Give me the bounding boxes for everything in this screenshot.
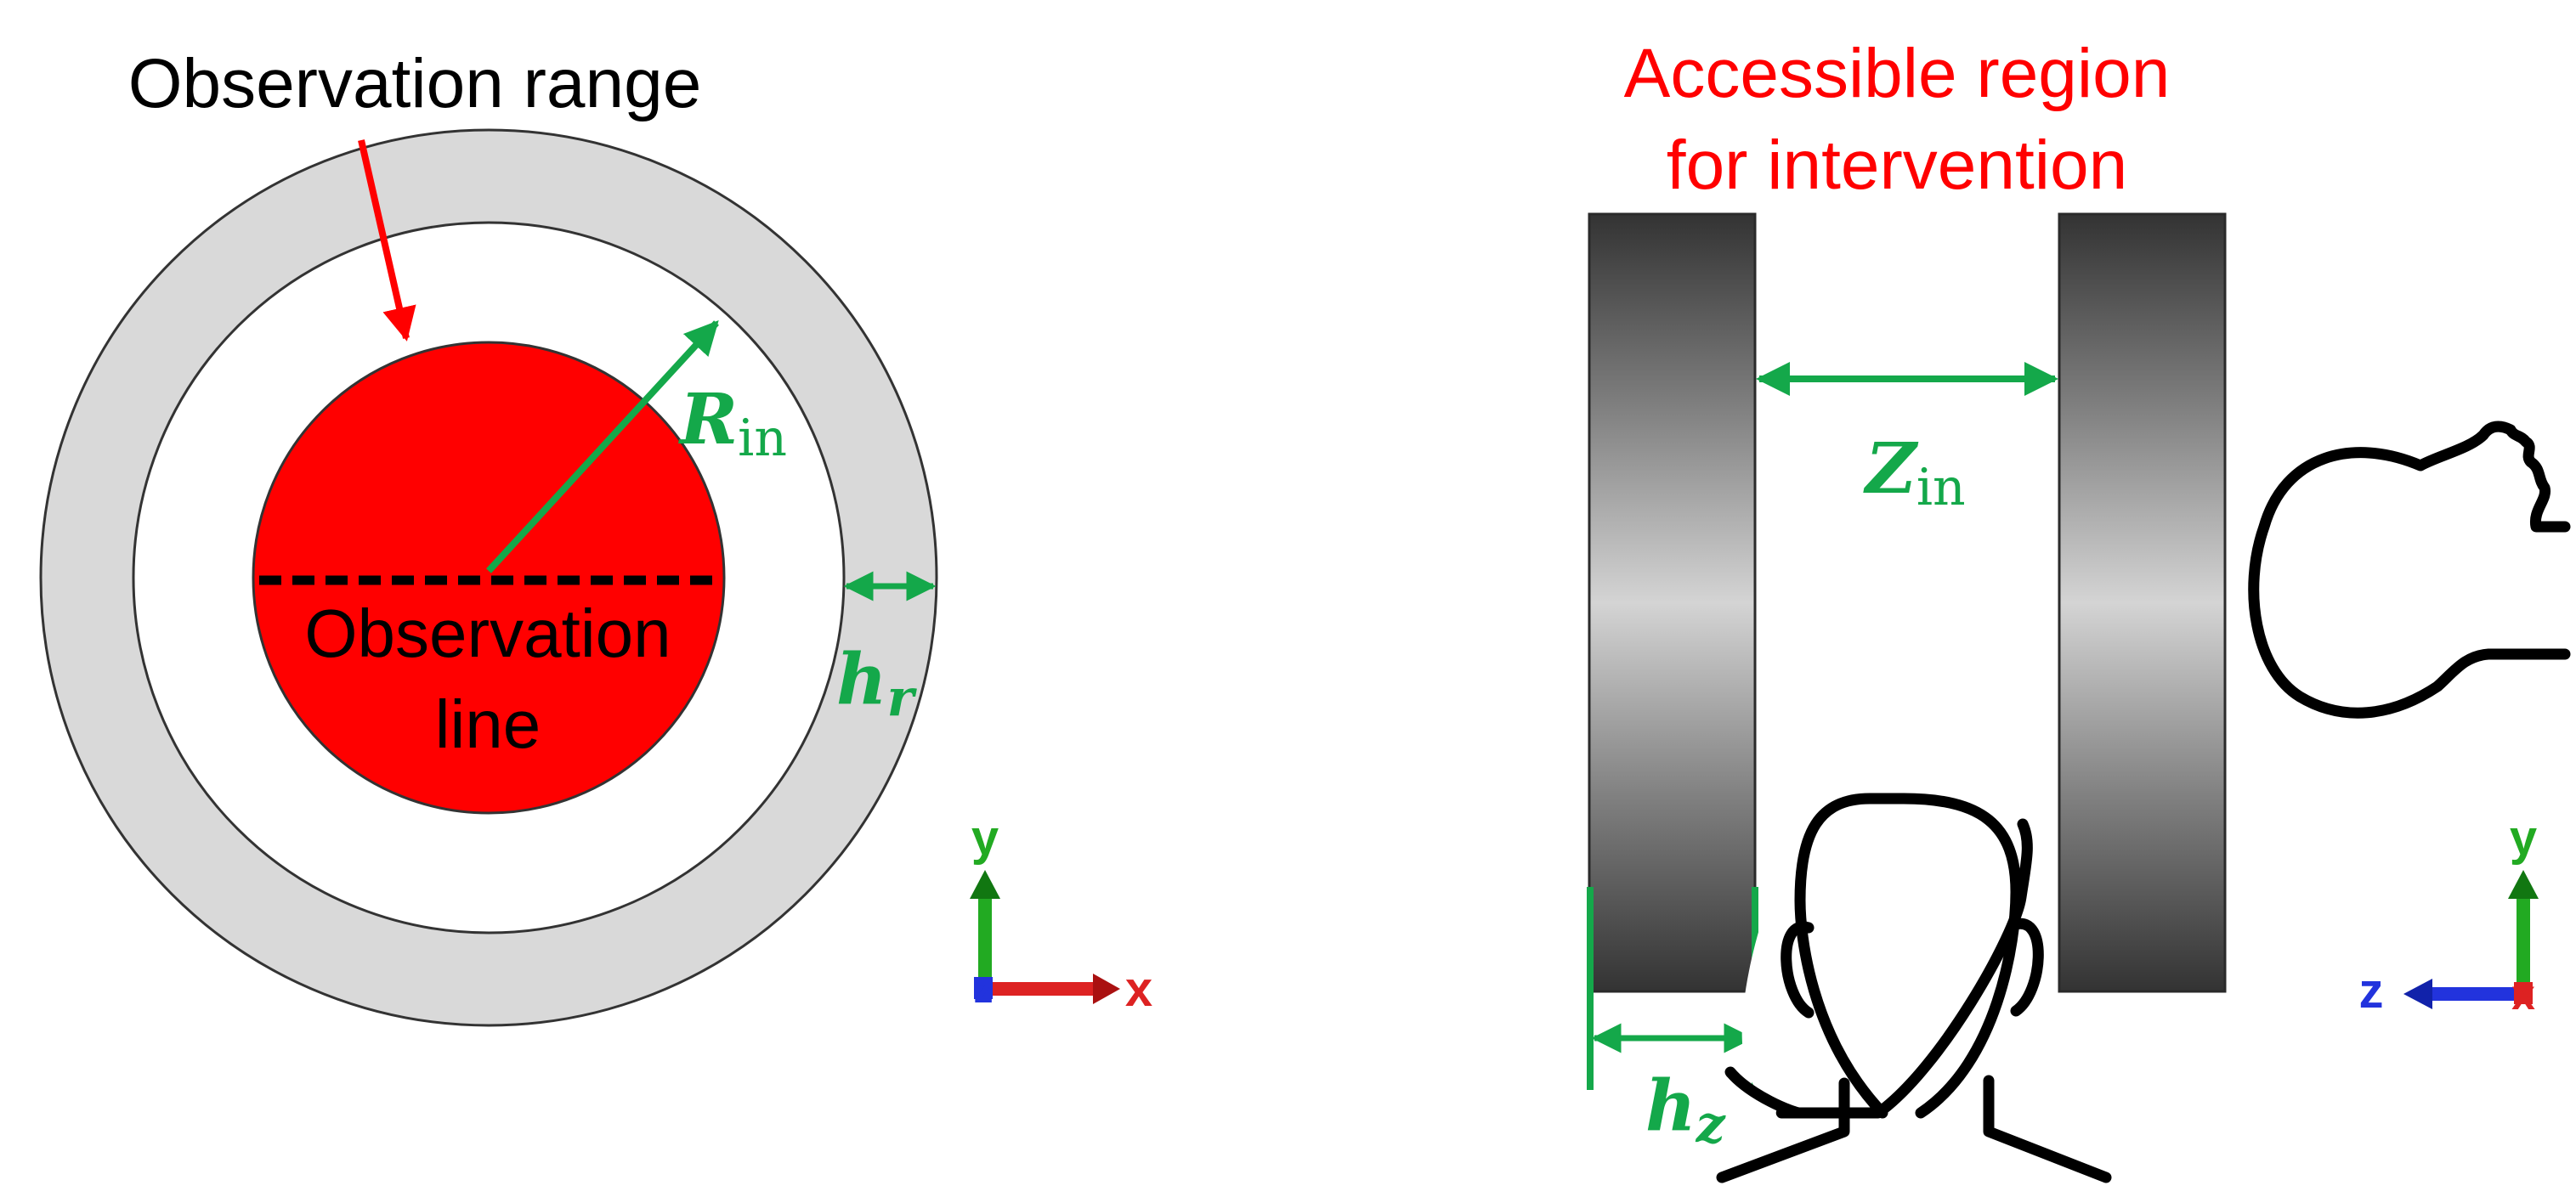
accessible-region-title-2: for intervention bbox=[1667, 127, 2127, 204]
z-axis-dot bbox=[974, 977, 993, 999]
x-axis-shaft bbox=[993, 982, 1095, 996]
observation-line-label-1: Observation bbox=[304, 596, 671, 671]
observation-line-label-2: line bbox=[435, 686, 541, 762]
coil-left bbox=[1588, 212, 1757, 993]
accessible-region-title-1: Accessible region bbox=[1624, 35, 2171, 112]
gap-label: Zin bbox=[1863, 428, 1966, 517]
axis-triad-zy: y z x bbox=[2359, 810, 2539, 1019]
gap-label-sub: in bbox=[1916, 458, 1966, 517]
axis-triad-xy: y x z bbox=[970, 810, 1152, 1017]
y-axis-head-right bbox=[2508, 870, 2539, 899]
coil-width-label: hz bbox=[1645, 1065, 1727, 1155]
y-axis-head bbox=[970, 870, 1000, 899]
axis-label-z: z bbox=[974, 967, 994, 1011]
radius-arrow bbox=[486, 320, 719, 573]
coil-width-label-main: h bbox=[1645, 1065, 1696, 1147]
right-panel: Accessible region for intervention Zin h… bbox=[1587, 35, 2571, 1183]
axis-label-x-right: x bbox=[2511, 971, 2535, 1019]
radius-label-sub: in bbox=[738, 409, 787, 468]
observation-range-arrow bbox=[358, 139, 416, 342]
radius-label: Rin bbox=[678, 379, 787, 468]
ring-thickness-label: hr bbox=[836, 639, 918, 728]
axis-label-z-right: z bbox=[2359, 963, 2384, 1019]
coil-width-label-sub: z bbox=[1696, 1095, 1727, 1155]
ring-thickness-label-sub: r bbox=[887, 669, 918, 728]
axis-label-x: x bbox=[1125, 962, 1152, 1017]
coil-right bbox=[2058, 212, 2227, 993]
z-axis-head bbox=[2403, 979, 2432, 1009]
observation-range-title: Observation range bbox=[128, 45, 702, 122]
x-axis-head bbox=[1093, 974, 1120, 1004]
gap-label-main: Z bbox=[1863, 428, 1919, 510]
axis-label-y: y bbox=[971, 810, 999, 866]
z-axis-shaft bbox=[2429, 987, 2522, 1001]
radius-label-main: R bbox=[678, 379, 738, 460]
y-axis-shaft-right bbox=[2517, 896, 2530, 991]
y-axis-shaft bbox=[978, 896, 992, 990]
x-axis-dot bbox=[2514, 982, 2533, 1004]
left-panel: Observation range Observation line Rin h… bbox=[39, 45, 1152, 1027]
ring-thickness-label-main: h bbox=[836, 639, 887, 720]
observation-disc bbox=[252, 341, 726, 815]
operator-head-icon bbox=[1716, 787, 2112, 1183]
axis-label-y-right: y bbox=[2510, 810, 2537, 866]
patient-head-icon bbox=[2248, 421, 2571, 719]
